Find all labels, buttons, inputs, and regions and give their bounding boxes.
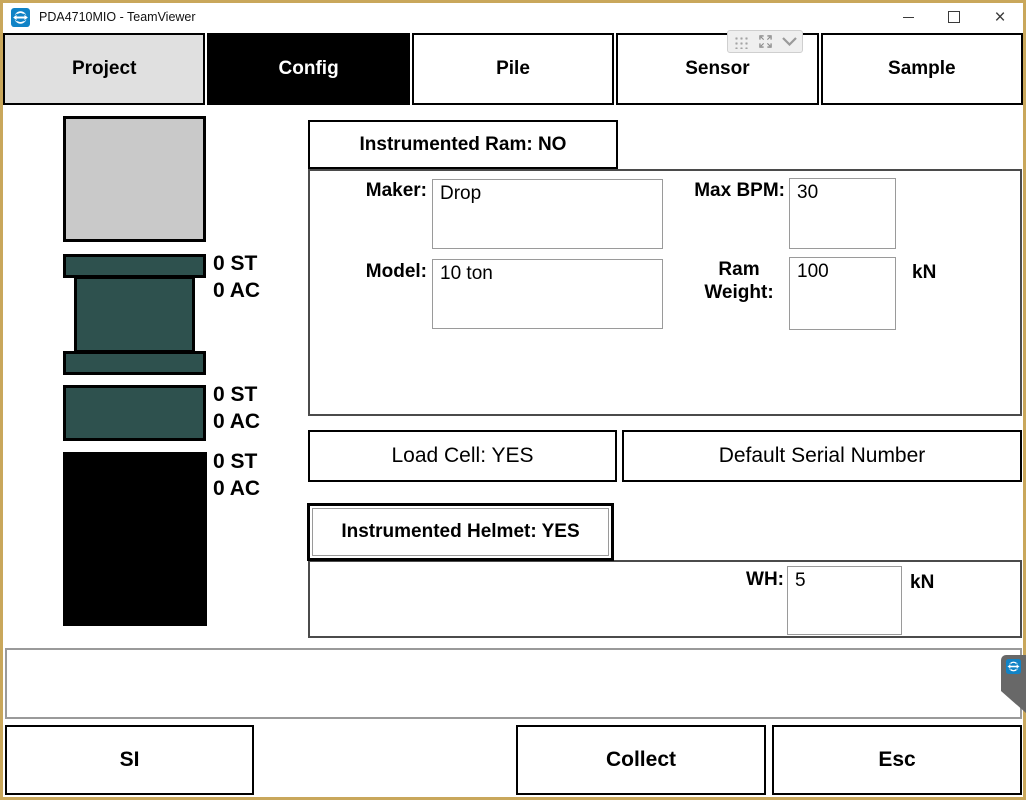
wh-input[interactable]: 5 <box>787 566 902 635</box>
status-message-box[interactable] <box>5 648 1022 719</box>
helmet-weight-panel: WH: 5 kN <box>308 560 1022 638</box>
maker-input[interactable]: Drop <box>432 179 663 249</box>
max-bpm-label: Max BPM: <box>694 180 785 201</box>
instrumented-helmet-toggle-button[interactable]: Instrumented Helmet: YES <box>307 503 614 561</box>
pile-st-count: 0 ST <box>213 450 258 473</box>
model-label: Model: <box>365 261 427 282</box>
teamviewer-logo-icon <box>11 7 30 27</box>
max-bpm-input[interactable]: 30 <box>789 178 896 249</box>
diagram-ram-block <box>63 116 206 242</box>
load-cell-ac-count: 0 AC <box>213 410 261 433</box>
wh-label: WH: <box>746 569 784 590</box>
maker-label: Maker: <box>365 180 427 201</box>
instrumented-ram-toggle-button[interactable]: Instrumented Ram: NO <box>308 120 618 169</box>
helmet-st-count: 0 ST <box>213 252 258 275</box>
hammer-details-panel: Maker: Drop Max BPM: 30 Model: 10 ton Ra… <box>308 169 1022 416</box>
model-input[interactable]: 10 ton <box>432 259 663 329</box>
si-units-button[interactable]: SI <box>5 725 254 795</box>
minimize-button[interactable] <box>885 3 931 31</box>
title-bar: PDA4710MIO - TeamViewer × <box>3 3 1023 31</box>
tab-bar: Project Config Pile Sensor Sample <box>3 33 1024 105</box>
collect-button[interactable]: Collect <box>516 725 766 795</box>
pile-sensor-counts: 0 ST 0 AC <box>213 448 260 502</box>
tab-pile[interactable]: Pile <box>411 33 615 105</box>
tab-project[interactable]: Project <box>3 33 206 105</box>
window-controls: × <box>885 3 1023 31</box>
helmet-sensor-counts: 0 ST 0 AC <box>213 250 260 304</box>
helmet-ac-count: 0 AC <box>213 279 261 302</box>
esc-button[interactable]: Esc <box>772 725 1022 795</box>
tab-config[interactable]: Config <box>207 33 410 105</box>
diagram-pile-block <box>63 452 207 626</box>
diagram-helmet-body <box>74 276 195 353</box>
load-cell-st-count: 0 ST <box>213 383 258 406</box>
ram-weight-label: Ram Weight: <box>704 259 774 303</box>
diagram-helmet-bottom-cushion <box>63 351 206 375</box>
tab-sample[interactable]: Sample <box>820 33 1024 105</box>
wh-unit-label: kN <box>910 572 935 593</box>
window-title: PDA4710MIO - TeamViewer <box>39 10 196 24</box>
pile-ac-count: 0 AC <box>213 477 261 500</box>
fullscreen-icon[interactable] <box>758 35 772 48</box>
maximize-button[interactable] <box>931 3 977 31</box>
ram-weight-input[interactable]: 100 <box>789 257 896 330</box>
diagram-load-cell-block <box>63 385 206 441</box>
drag-handle-icon[interactable] <box>733 34 748 49</box>
load-cell-sensor-counts: 0 ST 0 AC <box>213 381 260 435</box>
ram-weight-unit-label: kN <box>912 262 937 283</box>
teamviewer-logo-icon <box>1006 659 1021 674</box>
maximize-icon <box>948 11 960 23</box>
minimize-icon <box>902 16 914 18</box>
close-button[interactable]: × <box>977 3 1023 31</box>
teamviewer-mini-toolbar[interactable] <box>727 30 803 53</box>
diagram-helmet-top-cushion <box>63 254 206 278</box>
default-serial-number-button[interactable]: Default Serial Number <box>622 430 1022 482</box>
chevron-down-icon[interactable] <box>782 37 797 46</box>
close-icon: × <box>994 6 1006 28</box>
load-cell-toggle-button[interactable]: Load Cell: YES <box>308 430 617 482</box>
